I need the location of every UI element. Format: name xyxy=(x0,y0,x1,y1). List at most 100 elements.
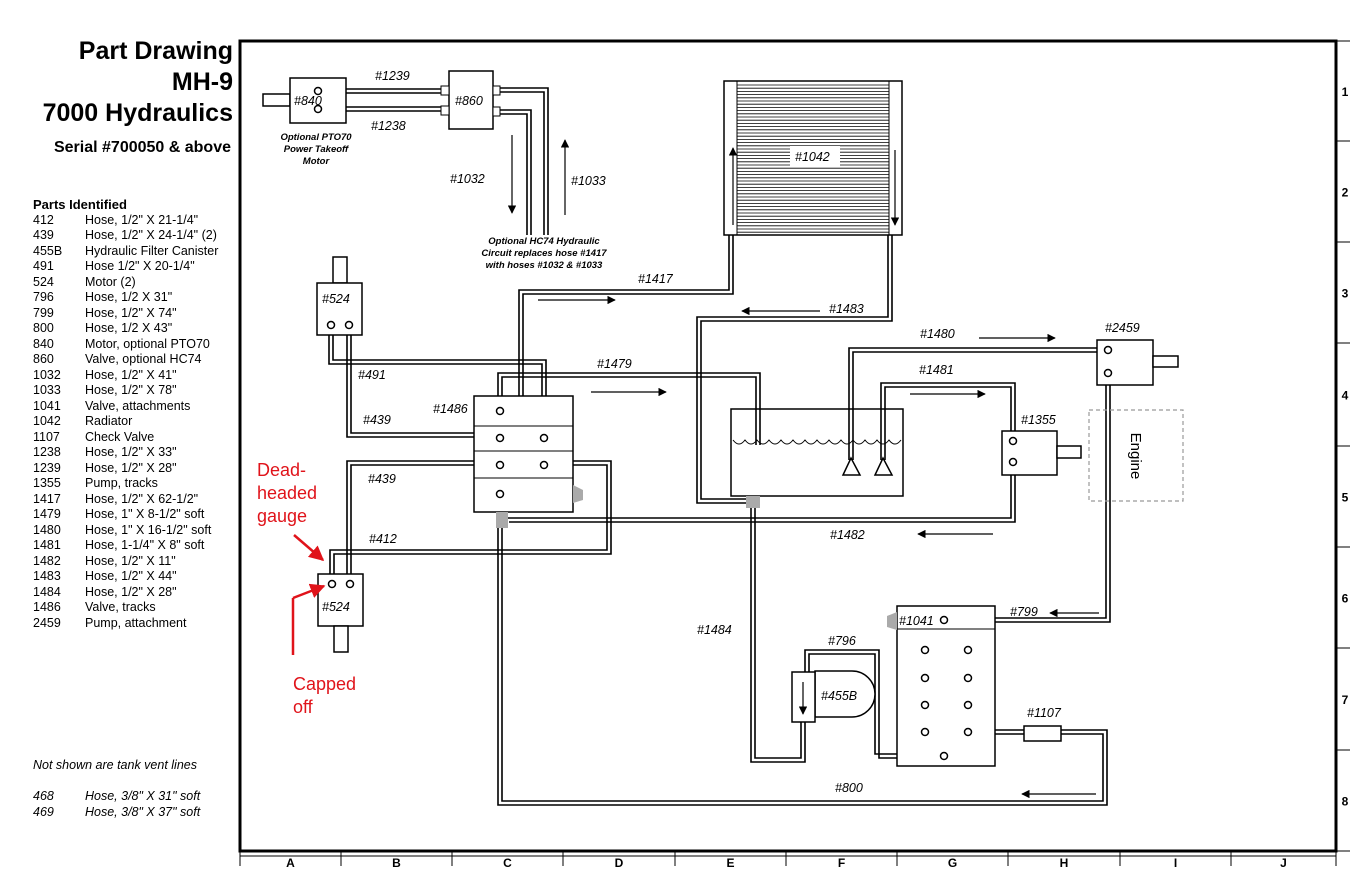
part-number: 800 xyxy=(33,321,54,335)
hose-412 xyxy=(329,464,608,578)
grid-row-label: 8 xyxy=(1342,795,1349,809)
part-number: 799 xyxy=(33,305,54,320)
part-number: 860 xyxy=(33,352,54,366)
label-hose-439-bottom: #439 xyxy=(368,472,396,486)
pto-note: Optional PTO70 Power Takeoff Motor xyxy=(280,132,352,167)
part-description: Hose, 1/2" X 21-1/4" xyxy=(85,212,199,227)
check-valve-1107: #1107 xyxy=(1023,706,1062,742)
part-description: Hose, 1/2" X 33" xyxy=(85,445,177,459)
grid-col-label: H xyxy=(1060,856,1069,870)
valve-860: #860 xyxy=(440,70,501,130)
label-hose-796: #796 xyxy=(828,634,856,648)
part-description: Valve, attachments xyxy=(85,398,191,413)
part-description: Hose, 1/2" X 28" xyxy=(85,584,177,599)
part-description: Hose, 1/2" X 62-1/2" xyxy=(85,491,199,506)
grid-col-label: D xyxy=(615,856,624,870)
part-number: 1482 xyxy=(33,553,61,568)
part-description: Hose, 1/2 X 43" xyxy=(85,321,173,335)
label-hose-439-top: #439 xyxy=(363,413,391,427)
grid-row-label: 1 xyxy=(1342,85,1349,99)
part-description: Pump, tracks xyxy=(85,476,158,490)
label-524-top: #524 xyxy=(322,292,350,306)
part-description: Hose 1/2" X 20-1/4" xyxy=(85,259,195,273)
dead-headed-line-2: headed xyxy=(257,483,317,503)
part-number: 468 xyxy=(33,789,54,803)
label-hose-1480: #1480 xyxy=(920,327,955,341)
svg-text:Optional PTO70: Optional PTO70 xyxy=(280,132,352,143)
grid-row-label: 6 xyxy=(1342,592,1349,606)
label-hose-1238: #1238 xyxy=(371,119,406,133)
part-number: 1483 xyxy=(33,569,61,583)
part-description: Hose, 1/2" X 41" xyxy=(85,367,177,382)
part-number: 2459 xyxy=(33,615,61,630)
hose-1417 xyxy=(518,235,730,396)
part-number: 796 xyxy=(33,290,54,304)
part-row: 491 Hose 1/2" X 20-1/4" xyxy=(33,259,238,275)
part-number: 1033 xyxy=(33,383,61,397)
grid-col-label: B xyxy=(392,856,401,870)
hose-labels: #1239 #1238 #1032 #1033 #1417 #1483 #147… xyxy=(358,69,1038,795)
part-description: Hose, 1/2" X 24-1/4" (2) xyxy=(85,228,217,242)
grid-col-label: C xyxy=(503,856,512,870)
svg-text:Optional HC74 Hydraulic: Optional HC74 Hydraulic xyxy=(488,236,600,247)
hose-1480 xyxy=(848,347,1106,460)
engine-outline: Engine xyxy=(1088,409,1184,502)
label-hose-1484: #1484 xyxy=(697,623,732,637)
label-hose-1239: #1239 xyxy=(375,69,410,83)
dead-headed-arrow xyxy=(293,534,325,561)
pump-2459: #2459 xyxy=(1096,321,1179,386)
dead-headed-line-1: Dead- xyxy=(257,460,306,480)
part-description: Hose, 1" X 8-1/2" soft xyxy=(85,507,205,521)
part-number: 491 xyxy=(33,259,54,273)
part-row: 800 Hose, 1/2 X 43" xyxy=(33,321,238,337)
grid-col-label: I xyxy=(1174,856,1177,870)
part-row: 1486 Valve, tracks xyxy=(33,600,238,616)
grid-col-label: G xyxy=(948,856,957,870)
label-524-bottom: #524 xyxy=(322,600,350,614)
label-1042: #1042 xyxy=(795,150,830,164)
dead-headed-line-3: gauge xyxy=(257,506,307,526)
label-455b: #455B xyxy=(821,689,857,703)
pump-1355: #1355 xyxy=(1001,413,1082,476)
part-description: Radiator xyxy=(85,414,133,428)
part-number: 1042 xyxy=(33,414,61,428)
part-number: 1486 xyxy=(33,600,61,614)
capped-line-1: Capped xyxy=(293,674,356,694)
part-description: Hose, 1/2 X 31" xyxy=(85,290,173,304)
label-hose-799: #799 xyxy=(1010,605,1038,619)
svg-text:with hoses #1032 & #1033: with hoses #1032 & #1033 xyxy=(486,260,603,271)
part-number: 1032 xyxy=(33,367,61,382)
svg-text:Circuit replaces hose #1417: Circuit replaces hose #1417 xyxy=(481,248,607,259)
motor-524-bottom: #524 xyxy=(317,573,364,653)
label-840: #840 xyxy=(294,94,322,108)
part-number: 1480 xyxy=(33,522,61,537)
part-description: Hose, 1/2" X 74" xyxy=(85,305,177,320)
part-description: Hose, 3/8" X 31" soft xyxy=(85,789,201,803)
label-1355: #1355 xyxy=(1021,413,1056,427)
part-number: 1238 xyxy=(33,445,61,459)
part-number: 1484 xyxy=(33,584,61,599)
hose-1483 xyxy=(696,235,889,504)
grid-col-label: F xyxy=(838,856,845,870)
part-description: Valve, tracks xyxy=(85,600,156,614)
part-row: 796 Hose, 1/2 X 31" xyxy=(33,290,238,306)
part-row: 799 Hose, 1/2" X 74" xyxy=(33,306,238,322)
hose-1482 xyxy=(505,462,1012,519)
label-hose-1483: #1483 xyxy=(829,302,864,316)
hose-800 xyxy=(497,495,1108,806)
